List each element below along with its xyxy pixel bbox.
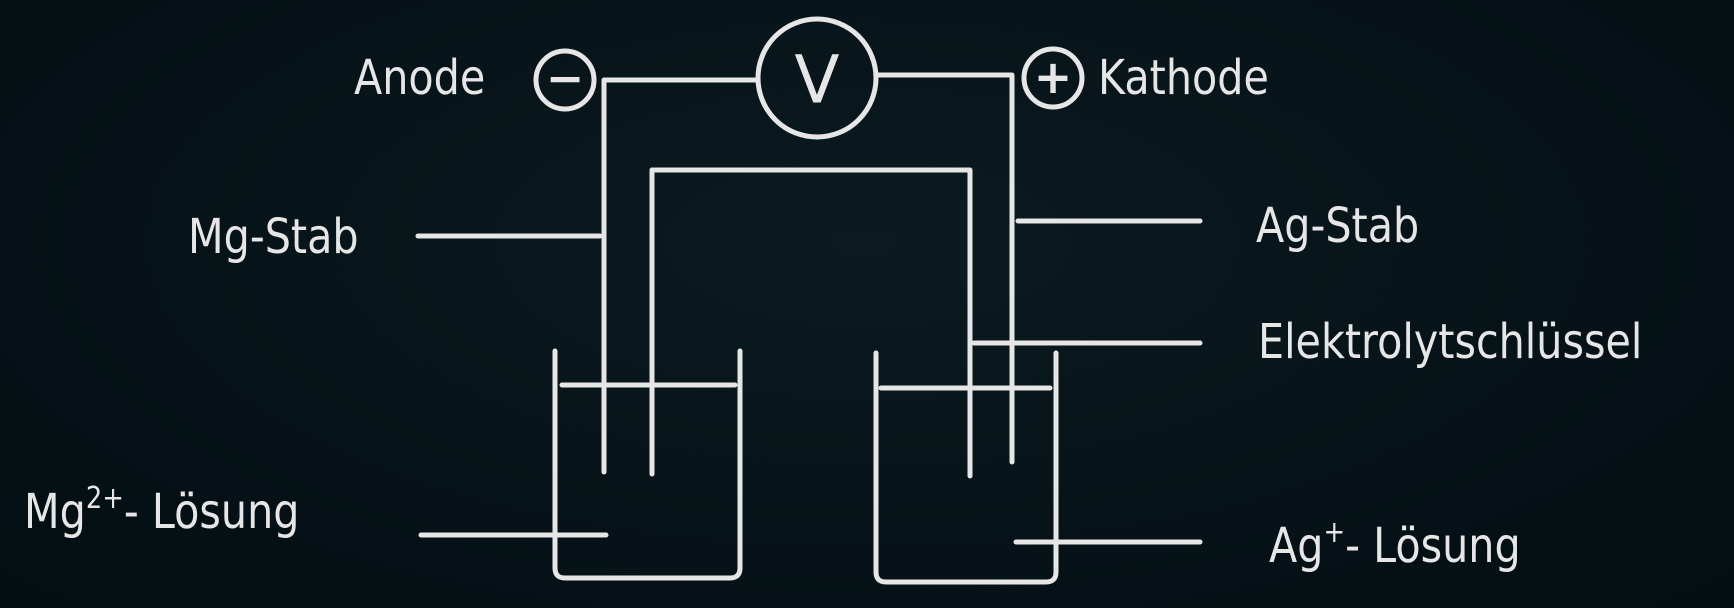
ag-electrode-wire: [874, 72, 1015, 465]
ag-solution-label: Ag+- Lösung: [1269, 518, 1521, 571]
kathode-label: Kathode: [1098, 50, 1269, 106]
ag-solution-charge: +: [1323, 515, 1346, 550]
mg-stab-label: Mg-Stab: [188, 209, 359, 265]
minus-circle: [533, 48, 597, 112]
mg-solution-charge: 2+: [85, 481, 124, 516]
mg-electrode-wire: [601, 77, 761, 475]
elektrolytschluessel-label: Elektrolytschlüssel: [1258, 314, 1643, 370]
mg-solution-label: Mg2+- Lösung: [24, 484, 299, 537]
mg-solution-base: Mg: [24, 484, 86, 540]
ag-stab-label: Ag-Stab: [1256, 198, 1420, 254]
voltmeter-symbol: V: [794, 42, 839, 119]
anode-label: Anode: [354, 50, 486, 106]
mg-solution-suffix: - Lösung: [123, 484, 300, 540]
plus-circle: [1021, 46, 1085, 110]
voltmeter-circle: [755, 16, 879, 140]
left-beaker: [552, 348, 743, 581]
right-beaker: [873, 350, 1059, 585]
salt-bridge: [649, 167, 973, 479]
plus-symbol: +: [1034, 50, 1073, 104]
ag-solution-suffix: - Lösung: [1345, 518, 1521, 574]
minus-symbol: −: [546, 51, 585, 105]
ag-solution-base: Ag: [1269, 518, 1324, 574]
